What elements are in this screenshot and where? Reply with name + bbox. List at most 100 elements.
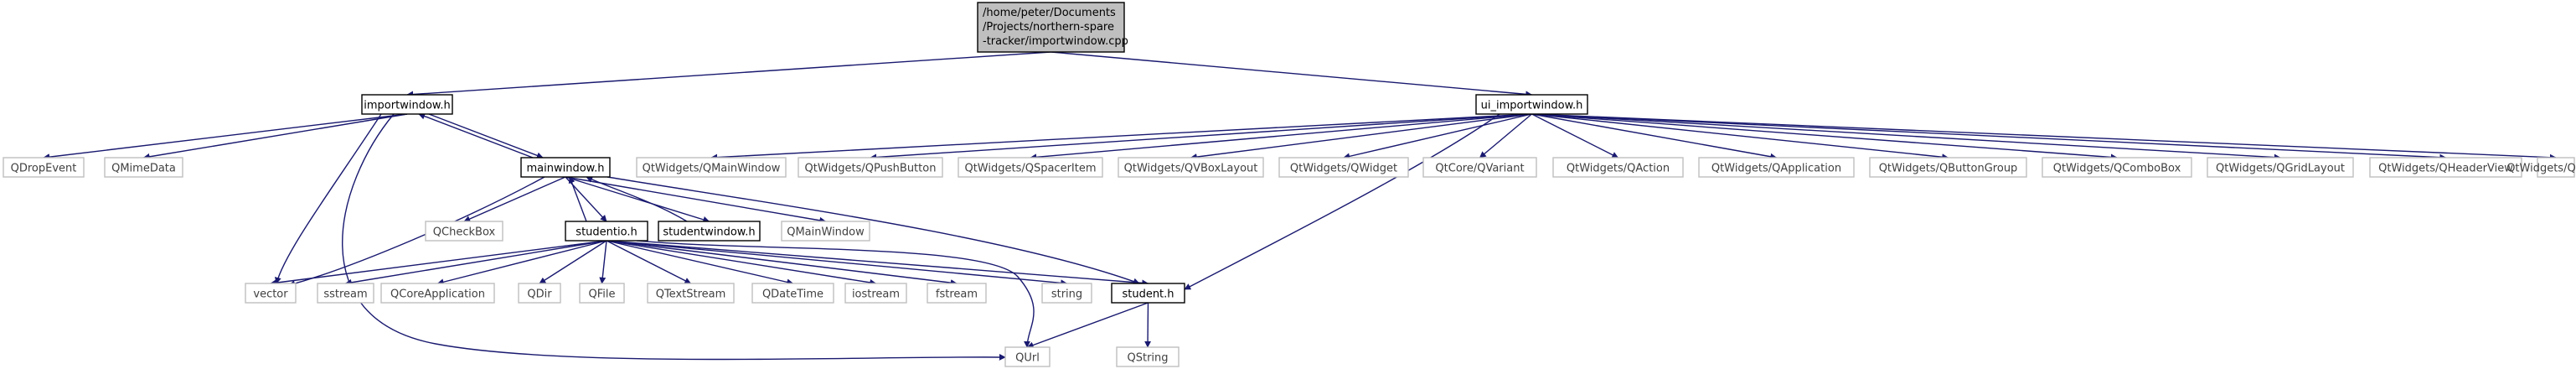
node-qcoreapplication[interactable]: QCoreApplication [380,283,495,304]
edge-studentio_h-to-string [606,240,1068,287]
edge-studentwindow_h-to-mainwindow_h [586,176,688,222]
edge-ui_importwindow_h-to-qw_qcombobox [1531,113,2118,161]
node-box [1278,157,1409,178]
node-box [958,157,1103,178]
node-label: QDateTime [762,288,823,301]
node-box [425,221,503,242]
node-iostream[interactable]: iostream [844,283,907,304]
node-qw-qbuttongroup[interactable]: QtWidgets/QButtonGroup [1869,157,2027,178]
node-box [1111,283,1185,304]
edge-studentio_h-to-sstream [344,240,607,286]
node-qdatetime[interactable]: QDateTime [751,283,834,304]
node-box [647,283,735,304]
node-qurl[interactable]: QUrl [1004,346,1051,367]
node-importwindow-h[interactable]: importwindow.h [361,94,453,115]
edge-ui_importwindow_h-to-qw_qpushbutton [870,113,1532,161]
node-box [1698,157,1855,178]
node-box [518,283,561,304]
node-qw-qheaderview[interactable]: QtWidgets/QHeaderView [2369,157,2522,178]
edge-studentio_h-to-qcoreapplication [436,240,607,286]
node-box [977,2,1125,53]
node-qfile[interactable]: QFile [579,283,625,304]
edge-ui_importwindow_h-to-qw_qgridlayout [1531,113,2281,161]
edge-studentio_h-to-student_h [606,240,1149,287]
edge-student_h-to-qstring [1144,302,1152,348]
node-box [658,221,761,242]
node-qw-qaction[interactable]: QtWidgets/QAction [1552,157,1684,178]
node-qw-qgridlayout[interactable]: QtWidgets/QGridLayout [2207,157,2354,178]
edge-mainwindow_h-to-vector [288,176,545,288]
node-studentio-h[interactable]: studentio.h [565,221,648,242]
edge-ui_importwindow_h-to-qw_qbuttongroup [1531,113,1949,161]
node-qw-qmainwindow[interactable]: QtWidgets/QMainWindow [636,157,787,178]
node-qw-qapplication[interactable]: QtWidgets/QApplication [1698,157,1855,178]
edge-root-to-importwindow_h [406,51,1051,98]
node-label-line: /Projects/northern-spare [983,21,1114,34]
node-qstring[interactable]: QString [1116,346,1180,367]
node-qdropevent[interactable]: QDropEvent [3,157,85,178]
node-qdir[interactable]: QDir [518,283,561,304]
edge-studentio_h-to-qfile [599,240,607,284]
node-string[interactable]: string [1041,283,1092,304]
node-qmainwindow[interactable]: QMainWindow [781,221,870,242]
node-qmimedata[interactable]: QMimeData [104,157,183,178]
node-qtextstream[interactable]: QTextStream [647,283,735,304]
node-box [2537,157,2575,178]
node-qw-qcombobox[interactable]: QtWidgets/QComboBox [2042,157,2192,178]
node-label: QtWidgets/QGridLayout [2216,163,2345,175]
node-box [927,283,987,304]
node-fstream[interactable]: fstream [927,283,987,304]
node-box [1118,157,1264,178]
node-qw-qvboxlayout[interactable]: QtWidgets/QVBoxLayout [1118,157,1264,178]
edge-importwindow_h-to-vector [274,113,382,284]
node-label: QtWidgets/QMainWindow [643,163,781,175]
node-qw-qspaceritem[interactable]: QtWidgets/QSpacerItem [958,157,1103,178]
node-qw-qpushbutton[interactable]: QtWidgets/QPushButton [798,157,943,178]
edge-ui_importwindow_h-to-qw_qspaceritem [1030,113,1532,161]
node-label: iostream [852,288,900,301]
node-root[interactable]: /home/peter/Documents/Projects/northern-… [977,2,1128,53]
edge-ui_importwindow_h-to-student_h [1184,113,1500,290]
node-label: string [1051,288,1082,301]
node-label: QString [1127,352,1168,365]
node-box [1475,94,1588,115]
node-qcheckbox[interactable]: QCheckBox [425,221,503,242]
node-box [781,221,870,242]
edge-mainwindow_h-to-qmainwindow [565,176,827,224]
edge-mainwindow_h-to-studentwindow_h [565,176,710,223]
node-vector[interactable]: vector [245,283,297,304]
node-box [520,157,611,178]
node-label: studentwindow.h [663,226,755,239]
edges [43,51,2557,361]
node-label: QtWidgets/QApplication [1711,163,1841,175]
node-box [104,157,183,178]
node-box [1869,157,2027,178]
node-label: QtWidgets/QAction [1567,163,1670,175]
node-label-line: -tracker/importwindow.cpp [983,35,1128,48]
node-label: QtWidgets/QComboBox [2053,163,2181,175]
node-box [317,283,374,304]
node-label: studentio.h [576,226,637,239]
node-box [361,94,453,115]
node-mainwindow-h[interactable]: mainwindow.h [520,157,611,178]
node-studentwindow-h[interactable]: studentwindow.h [658,221,761,242]
node-label: sstream [323,288,367,301]
node-box [1004,346,1051,367]
node-box [1552,157,1684,178]
node-ui-importwindow-h[interactable]: ui_importwindow.h [1475,94,1588,115]
edge-studentio_h-to-vector [270,240,607,287]
node-label: QUrl [1015,352,1040,365]
node-box [245,283,297,304]
node-qw-qwidget[interactable]: QtWidgets/QWidget [1278,157,1409,178]
node-student-h[interactable]: student.h [1111,283,1185,304]
node-label: fstream [936,288,978,301]
node-qw-qlabel[interactable]: QtWidgets/QLabel [2506,157,2576,178]
node-sstream[interactable]: sstream [317,283,374,304]
edge-mainwindow_h-to-importwindow_h [418,112,534,159]
node-qc-qvariant[interactable]: QtCore/QVariant [1422,157,1537,178]
node-label: student.h [1122,288,1174,301]
node-label: QtWidgets/QWidget [1290,163,1397,175]
edge-mainwindow_h-to-qcheckbox [463,176,566,222]
node-label: QCheckBox [433,226,496,239]
edge-importwindow_h-to-qmimedata [142,113,408,160]
